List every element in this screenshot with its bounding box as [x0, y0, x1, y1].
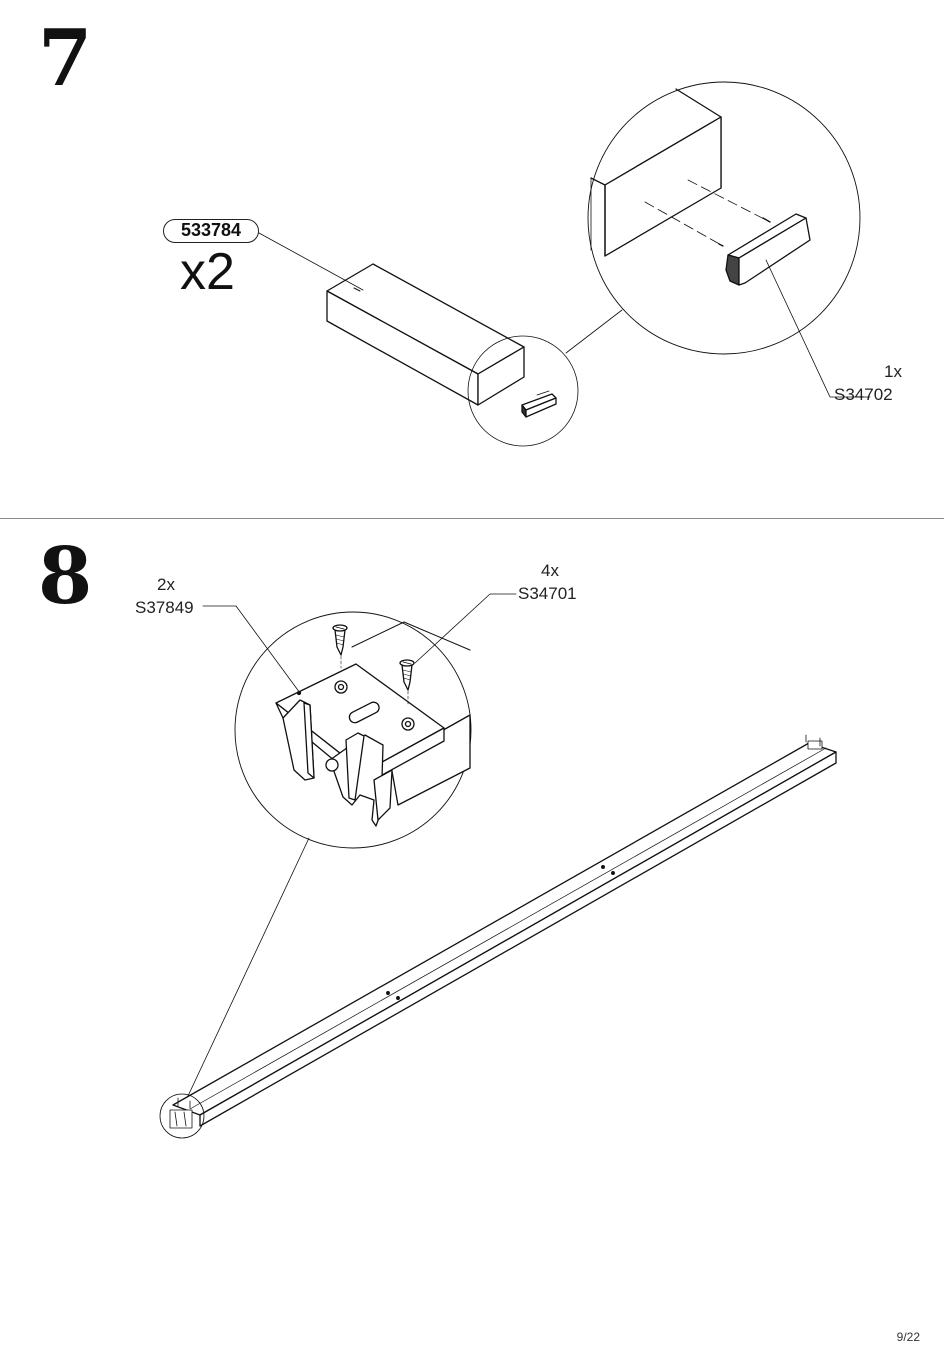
part-code-leader	[259, 233, 363, 290]
board-end-detail-icon	[591, 89, 721, 256]
bracket-leader	[203, 606, 300, 693]
bracket-icon	[276, 664, 444, 826]
endcap-leader	[766, 260, 870, 397]
small-end-cap-icon	[522, 391, 556, 417]
magnifier-connector	[566, 310, 622, 353]
end-cap-icon	[719, 214, 810, 285]
wooden-board-icon	[327, 264, 524, 405]
screw-icon	[333, 625, 347, 668]
long-rail-icon	[173, 735, 836, 1126]
screw-leader	[415, 594, 516, 663]
